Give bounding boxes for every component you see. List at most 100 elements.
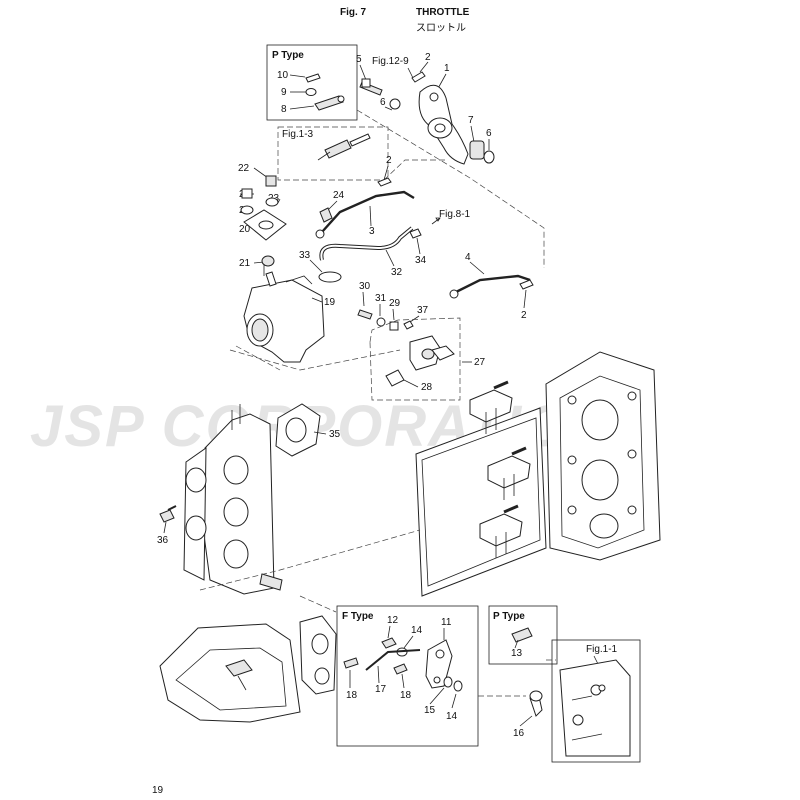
clip-part-top [411,71,426,83]
washer-14-bottom [453,680,463,692]
bolt-13 [511,627,533,643]
callout-35: 35 [329,429,341,440]
gasket-group: 35 [275,403,341,457]
callout-18-right: 18 [400,690,412,701]
washer-26 [240,205,254,215]
throttle-sensor-group: 30 31 29 37 27 28 [357,281,486,401]
callout-32: 32 [391,267,403,278]
clip-33 [318,271,342,283]
washer-23 [265,197,279,207]
callout-2-right: 2 [521,310,527,321]
collar-part [469,140,485,160]
f-type-box: F Type 12 14 11 18 17 18 15 14 [336,605,479,747]
washer-31 [376,317,386,327]
ref-fig-1-1: Fig.1-1 [586,644,618,655]
ref-fig-12-9: Fig.12-9 [372,56,409,67]
cotter-pin-part [305,73,321,83]
callout-36: 36 [157,535,169,546]
bolt-22 [265,175,277,187]
callout-8: 8 [281,104,287,115]
callout-10: 10 [277,70,289,81]
callout-3: 3 [369,226,375,237]
pin-16-group: 16 [513,690,543,739]
callout-14-bottom: 14 [446,711,458,722]
callout-5: 5 [356,54,362,65]
callout-24: 24 [333,190,345,201]
callout-4: 4 [465,252,471,263]
ref-fig-1-3: Fig.1-3 [282,129,314,140]
nut-18-left [343,657,359,669]
nut-25 [241,188,253,199]
callout-21: 21 [239,258,251,269]
callout-22: 22 [238,163,250,174]
callout-11: 11 [441,617,452,628]
pin-head [337,95,345,103]
link-rod-group: 2 3 [315,155,415,239]
left-small-parts: 22 25 26 23 20 21 24 [238,163,345,269]
diagram-title: THROTTLE [416,7,470,18]
callout-13: 13 [511,648,523,659]
p-type-top-box: P Type 10 9 8 [266,44,358,121]
fitting-24 [319,207,333,223]
callout-14-top: 14 [411,625,423,636]
hose-group: 32 33 34 Fig.8-1 [299,209,471,283]
washer-6-right [483,150,495,164]
bolt-36 [159,509,175,523]
callout-15: 15 [424,705,436,716]
p-type-bottom-box: P Type 13 [488,605,558,665]
callout-33: 33 [299,250,311,261]
callout-6-right: 6 [486,128,492,139]
throttle-lever-group: 5 Fig.12-9 2 1 6 7 6 [356,52,495,165]
f-type-label: F Type [342,611,374,622]
p-type-top-label: P Type [272,50,304,61]
callout-12: 12 [387,615,399,626]
callout-2-top: 2 [425,52,431,63]
nut-18-right [393,663,408,675]
bolt-36-group: 36 [157,505,177,546]
p-type-bottom-label: P Type [493,611,525,622]
screw-30 [357,309,373,320]
throttle-body-group: 19 [243,264,336,363]
clip-part-mid [377,177,392,187]
nut-21 [261,255,275,267]
diagram-title-jp: スロットル [416,23,466,34]
washer-15 [443,676,453,688]
pin-part [314,95,344,111]
washer-6-left [389,98,401,110]
callout-20: 20 [239,224,251,235]
washer-part [305,88,317,96]
cylinder-block [415,351,661,597]
rod-4-group: 4 2 [449,252,534,321]
callout-6-left: 6 [380,97,386,108]
page-number: 19 [152,785,164,796]
callout-31: 31 [375,293,387,304]
collar-29 [389,321,399,331]
bottom-engine-cover [159,615,337,723]
callout-30: 30 [359,281,371,292]
callout-27: 27 [474,357,486,368]
lever-11 [425,639,453,689]
callout-28: 28 [421,382,433,393]
callout-1: 1 [444,63,450,74]
clip-37 [403,320,414,330]
callout-37: 37 [417,305,429,316]
callout-29: 29 [389,298,401,309]
callout-9: 9 [281,87,287,98]
sensor-28 [385,369,405,387]
intake-manifold-block [183,404,283,595]
screw-12 [381,637,397,649]
fig-1-3-group: Fig.1-3 [277,126,389,181]
fig-label: Fig. 7 [340,7,367,18]
callout-17: 17 [375,684,387,695]
ref-fig-8-1: Fig.8-1 [439,209,471,220]
callout-16: 16 [513,728,525,739]
callout-7: 7 [468,115,474,126]
clamp-34 [409,228,422,239]
callout-19: 19 [324,297,336,308]
fig-1-1-box: Fig.1-1 [551,639,641,763]
callout-34: 34 [415,255,427,266]
callout-2-mid: 2 [386,155,392,166]
callout-18-left: 18 [346,690,358,701]
